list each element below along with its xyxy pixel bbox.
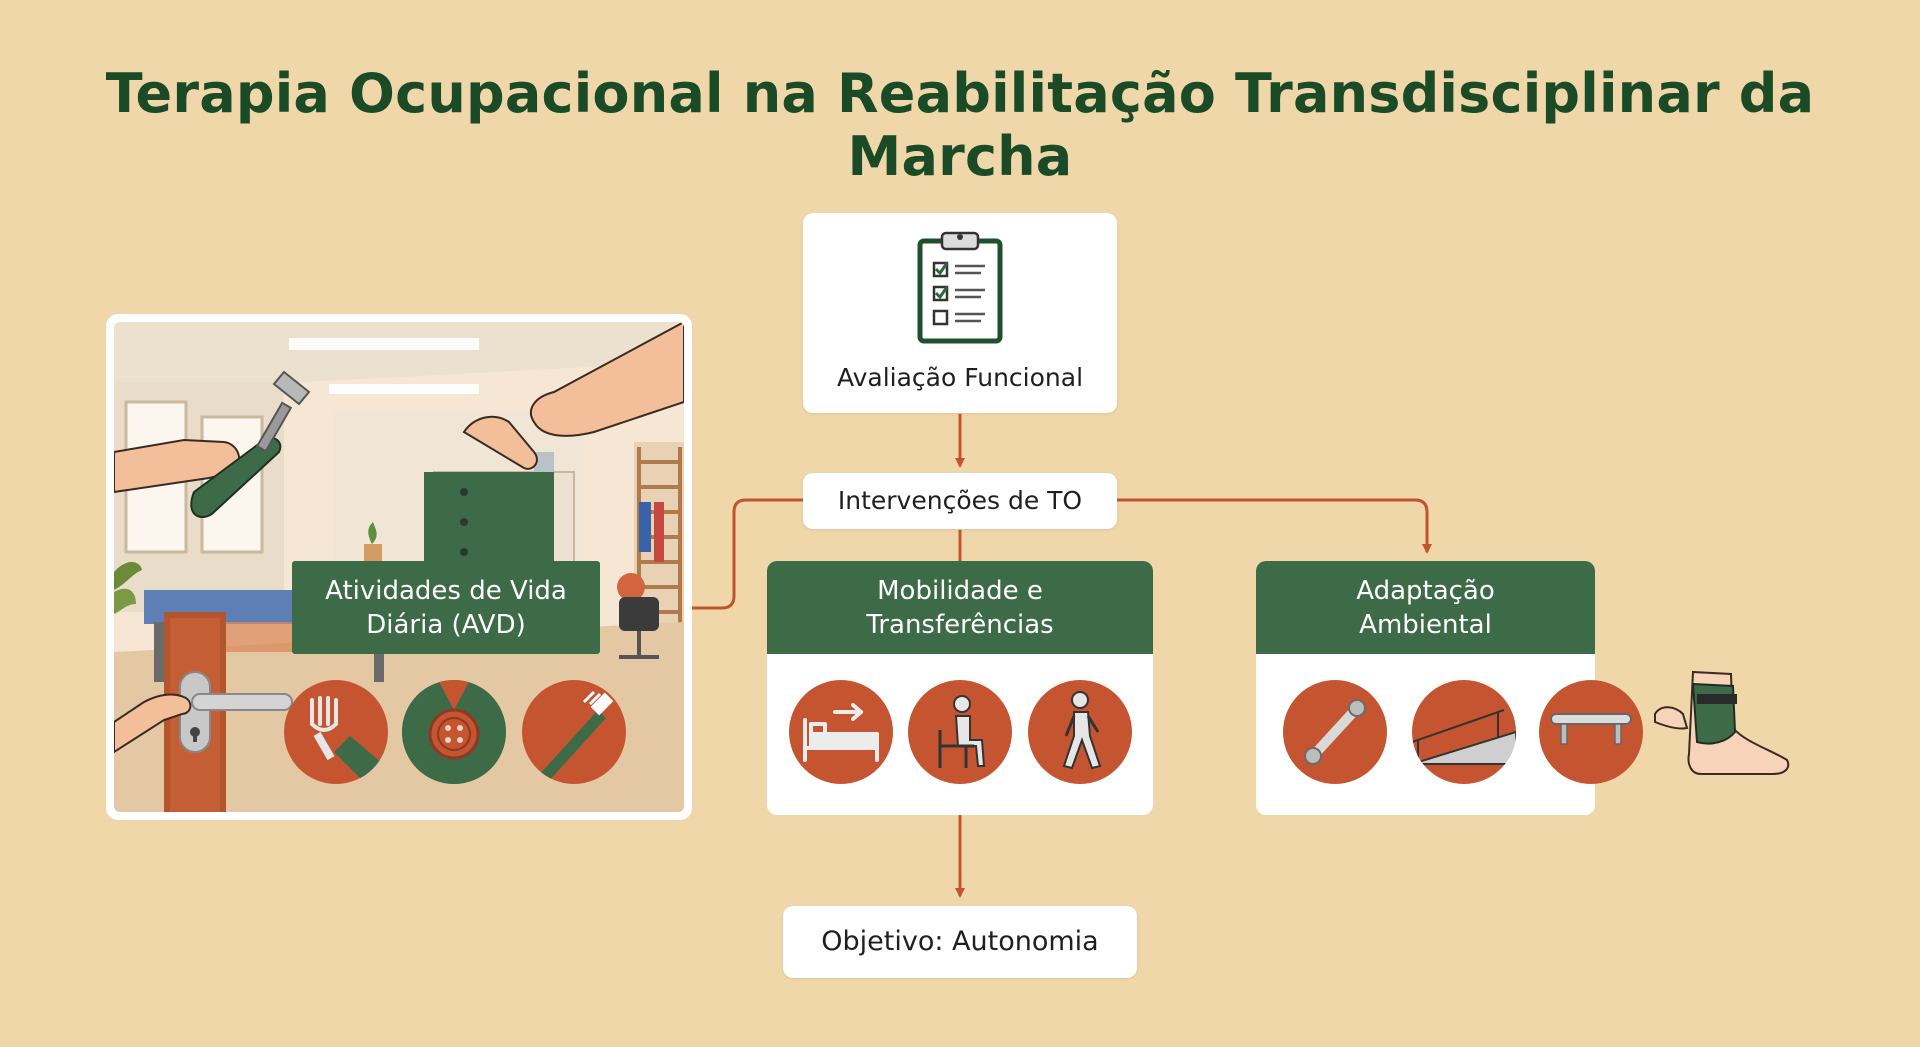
- handrail-icon: [1539, 680, 1643, 784]
- button-icon: [402, 680, 506, 784]
- goal-label: Objetivo: Autonomia: [821, 926, 1099, 957]
- clipboard-checklist-icon: [917, 231, 1003, 344]
- evaluation-box: Avaliação Funcional: [803, 213, 1117, 413]
- avd-label: Atividades de Vida Diária (AVD): [292, 561, 600, 654]
- goal-box: Objetivo: Autonomia: [783, 906, 1137, 978]
- edge-interventions-to-avd: [600, 498, 803, 610]
- toothbrush-icon: [522, 680, 626, 784]
- interventions-label: Intervenções de TO: [837, 486, 1083, 515]
- adaptation-label: Adaptação Ambiental: [1256, 561, 1595, 654]
- fork-icon: [284, 680, 388, 784]
- edge-interventions-to-adaptation: [1117, 498, 1432, 554]
- ankle-orthosis-icon: [1654, 670, 1790, 775]
- grab-bar-icon: [1283, 680, 1387, 784]
- ramp-icon: [1412, 680, 1516, 784]
- seated-person-icon: [908, 680, 1012, 784]
- interventions-box: Intervenções de TO: [803, 473, 1117, 529]
- mobility-label: Mobilidade e Transferências: [767, 561, 1153, 654]
- evaluation-label: Avaliação Funcional: [836, 363, 1084, 392]
- bed-transfer-icon: [789, 680, 893, 784]
- page-title: Terapia Ocupacional na Reabilitação Tran…: [105, 62, 1815, 188]
- walking-person-icon: [1028, 680, 1132, 784]
